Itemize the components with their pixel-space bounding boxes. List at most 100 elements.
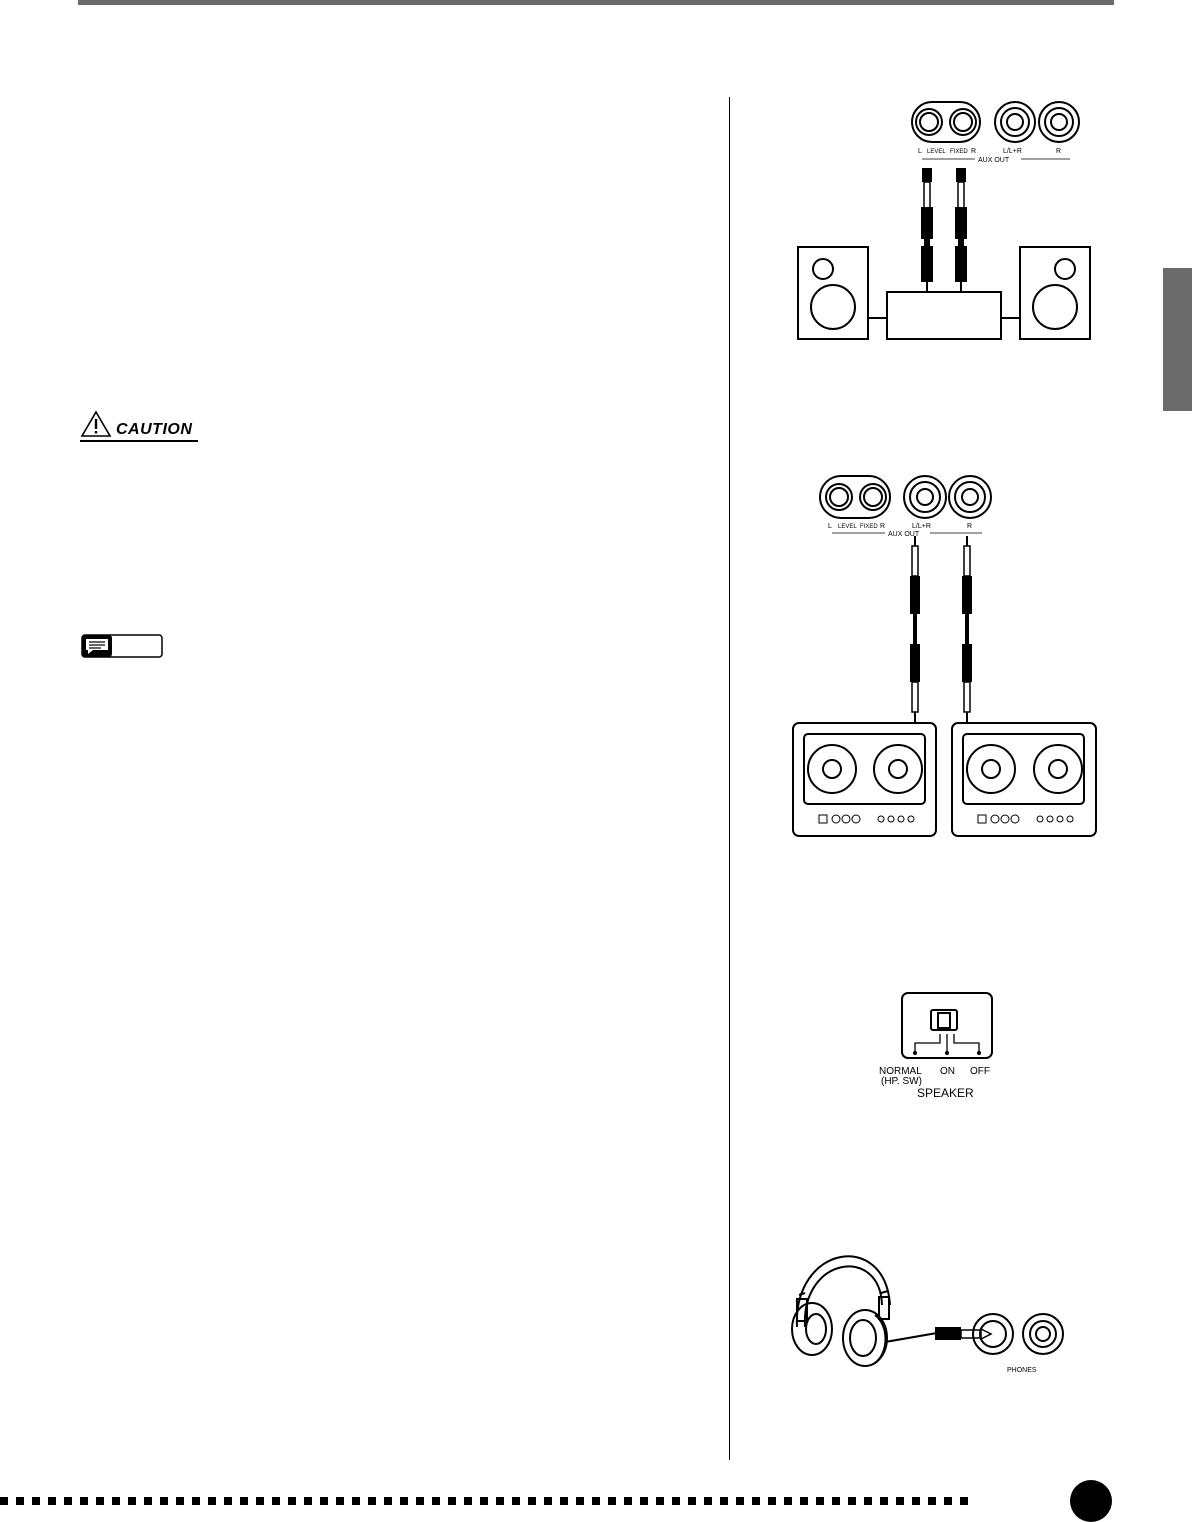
- footer-dot: [880, 1497, 888, 1505]
- footer-dot: [784, 1497, 792, 1505]
- footer-dot: [496, 1497, 504, 1505]
- footer-dot: [336, 1497, 344, 1505]
- jack-label-level: LEVEL: [838, 524, 857, 530]
- footer-dot: [272, 1497, 280, 1505]
- earcup-left: [791, 1302, 833, 1356]
- jack-label-fixed: FIXED: [860, 524, 878, 530]
- headphone-plug: [935, 1327, 993, 1341]
- top-rule: [78, 0, 1114, 5]
- aux-out-label: AUX OUT: [978, 157, 1010, 164]
- note-icon: [81, 634, 163, 658]
- footer-dot: [512, 1497, 520, 1505]
- footer-dot: [944, 1497, 952, 1505]
- footer-dot: [912, 1497, 920, 1505]
- column-divider: [729, 97, 730, 1460]
- warning-triangle-icon: [80, 410, 112, 437]
- caution-heading: CAUTION: [80, 410, 200, 442]
- footer-dot: [112, 1497, 120, 1505]
- footer-dot: [416, 1497, 424, 1505]
- footer-dot: [224, 1497, 232, 1505]
- switch-label-on: ON: [940, 1066, 955, 1077]
- footer-dot: [464, 1497, 472, 1505]
- jack-label-l: L: [918, 148, 922, 155]
- footer-dot: [640, 1497, 648, 1505]
- footer-dotted-rule: [0, 1497, 975, 1506]
- footer-dot: [240, 1497, 248, 1505]
- footer-dot: [576, 1497, 584, 1505]
- footer-dot: [192, 1497, 200, 1505]
- footer-dot: [320, 1497, 328, 1505]
- footer-dot: [16, 1497, 24, 1505]
- footer-dot: [256, 1497, 264, 1505]
- footer-dot: [80, 1497, 88, 1505]
- footer-dot: [528, 1497, 536, 1505]
- footer-dot: [32, 1497, 40, 1505]
- footer-dot: [736, 1497, 744, 1505]
- footer-dot: [656, 1497, 664, 1505]
- phones-label: PHONES: [1007, 1367, 1037, 1374]
- footer-dot: [672, 1497, 680, 1505]
- caution-label: CAUTION: [116, 421, 193, 438]
- footer-dot: [48, 1497, 56, 1505]
- headphones-diagram: PHONES: [791, 1255, 1064, 1374]
- amplifier-box: [886, 291, 1002, 340]
- footer-dot: [480, 1497, 488, 1505]
- jack-label-level: LEVEL: [927, 149, 946, 155]
- footer-dot: [432, 1497, 440, 1505]
- footer-dot: [624, 1497, 632, 1505]
- footer-dot: [768, 1497, 776, 1505]
- footer-dot: [752, 1497, 760, 1505]
- aux-out-stereo-diagram: L LEVEL FIXED R L/L+R R AUX OUT: [797, 101, 1091, 340]
- phone-cable-right: [962, 536, 972, 722]
- footer-dot: [592, 1497, 600, 1505]
- footer-dot: [144, 1497, 152, 1505]
- footer-dot: [800, 1497, 808, 1505]
- jack-label-fixed: FIXED: [950, 149, 968, 155]
- footer-dot: [64, 1497, 72, 1505]
- footer-dot: [96, 1497, 104, 1505]
- tape-deck-left: [792, 722, 937, 837]
- jack-label-r2: R: [1056, 148, 1061, 155]
- jack-label-l-lr: L/L+R: [912, 523, 931, 530]
- switch-title: SPEAKER: [917, 1086, 974, 1100]
- aux-out-tape-diagram: L LEVEL FIXED R L/L+R R AUX OUT: [792, 475, 1097, 837]
- switch-label-off: OFF: [970, 1066, 990, 1077]
- aux-out-label: AUX OUT: [888, 531, 920, 538]
- footer-dot: [720, 1497, 728, 1505]
- jack-label-l-lr: L/L+R: [1003, 148, 1022, 155]
- footer-dot: [928, 1497, 936, 1505]
- footer-dot: [176, 1497, 184, 1505]
- switch-label-normal: NORMAL: [879, 1066, 922, 1077]
- speaker-switch-diagram: NORMAL (HP. SW) ON OFF SPEAKER: [879, 992, 993, 1100]
- jack-label-r: R: [880, 523, 885, 530]
- speaker-left: [797, 246, 869, 340]
- phones-jack-1[interactable]: [972, 1313, 1014, 1355]
- footer-dot: [608, 1497, 616, 1505]
- footer-dot: [560, 1497, 568, 1505]
- footer-dot: [960, 1497, 968, 1505]
- page-number-badge: [1070, 1480, 1112, 1522]
- speaker-switch[interactable]: [930, 1009, 958, 1031]
- rca-cable-left: [921, 168, 933, 291]
- footer-dot: [848, 1497, 856, 1505]
- jack-label-r: R: [971, 148, 976, 155]
- footer-dot: [288, 1497, 296, 1505]
- footer-dot: [208, 1497, 216, 1505]
- footer-dot: [384, 1497, 392, 1505]
- footer-dot: [368, 1497, 376, 1505]
- footer-dot: [352, 1497, 360, 1505]
- footer-dot: [128, 1497, 136, 1505]
- footer-dot: [544, 1497, 552, 1505]
- jack-label-l: L: [828, 523, 832, 530]
- footer-dot: [816, 1497, 824, 1505]
- footer-dot: [448, 1497, 456, 1505]
- footer-dot: [304, 1497, 312, 1505]
- rca-cable-right: [955, 168, 967, 291]
- tape-deck-right: [951, 722, 1097, 837]
- speaker-right: [1019, 246, 1091, 340]
- phones-jack-2[interactable]: [1022, 1313, 1064, 1355]
- footer-dot: [160, 1497, 168, 1505]
- phone-cable-left: [910, 536, 920, 722]
- caution-underline: [80, 440, 198, 442]
- jack-label-r2: R: [967, 523, 972, 530]
